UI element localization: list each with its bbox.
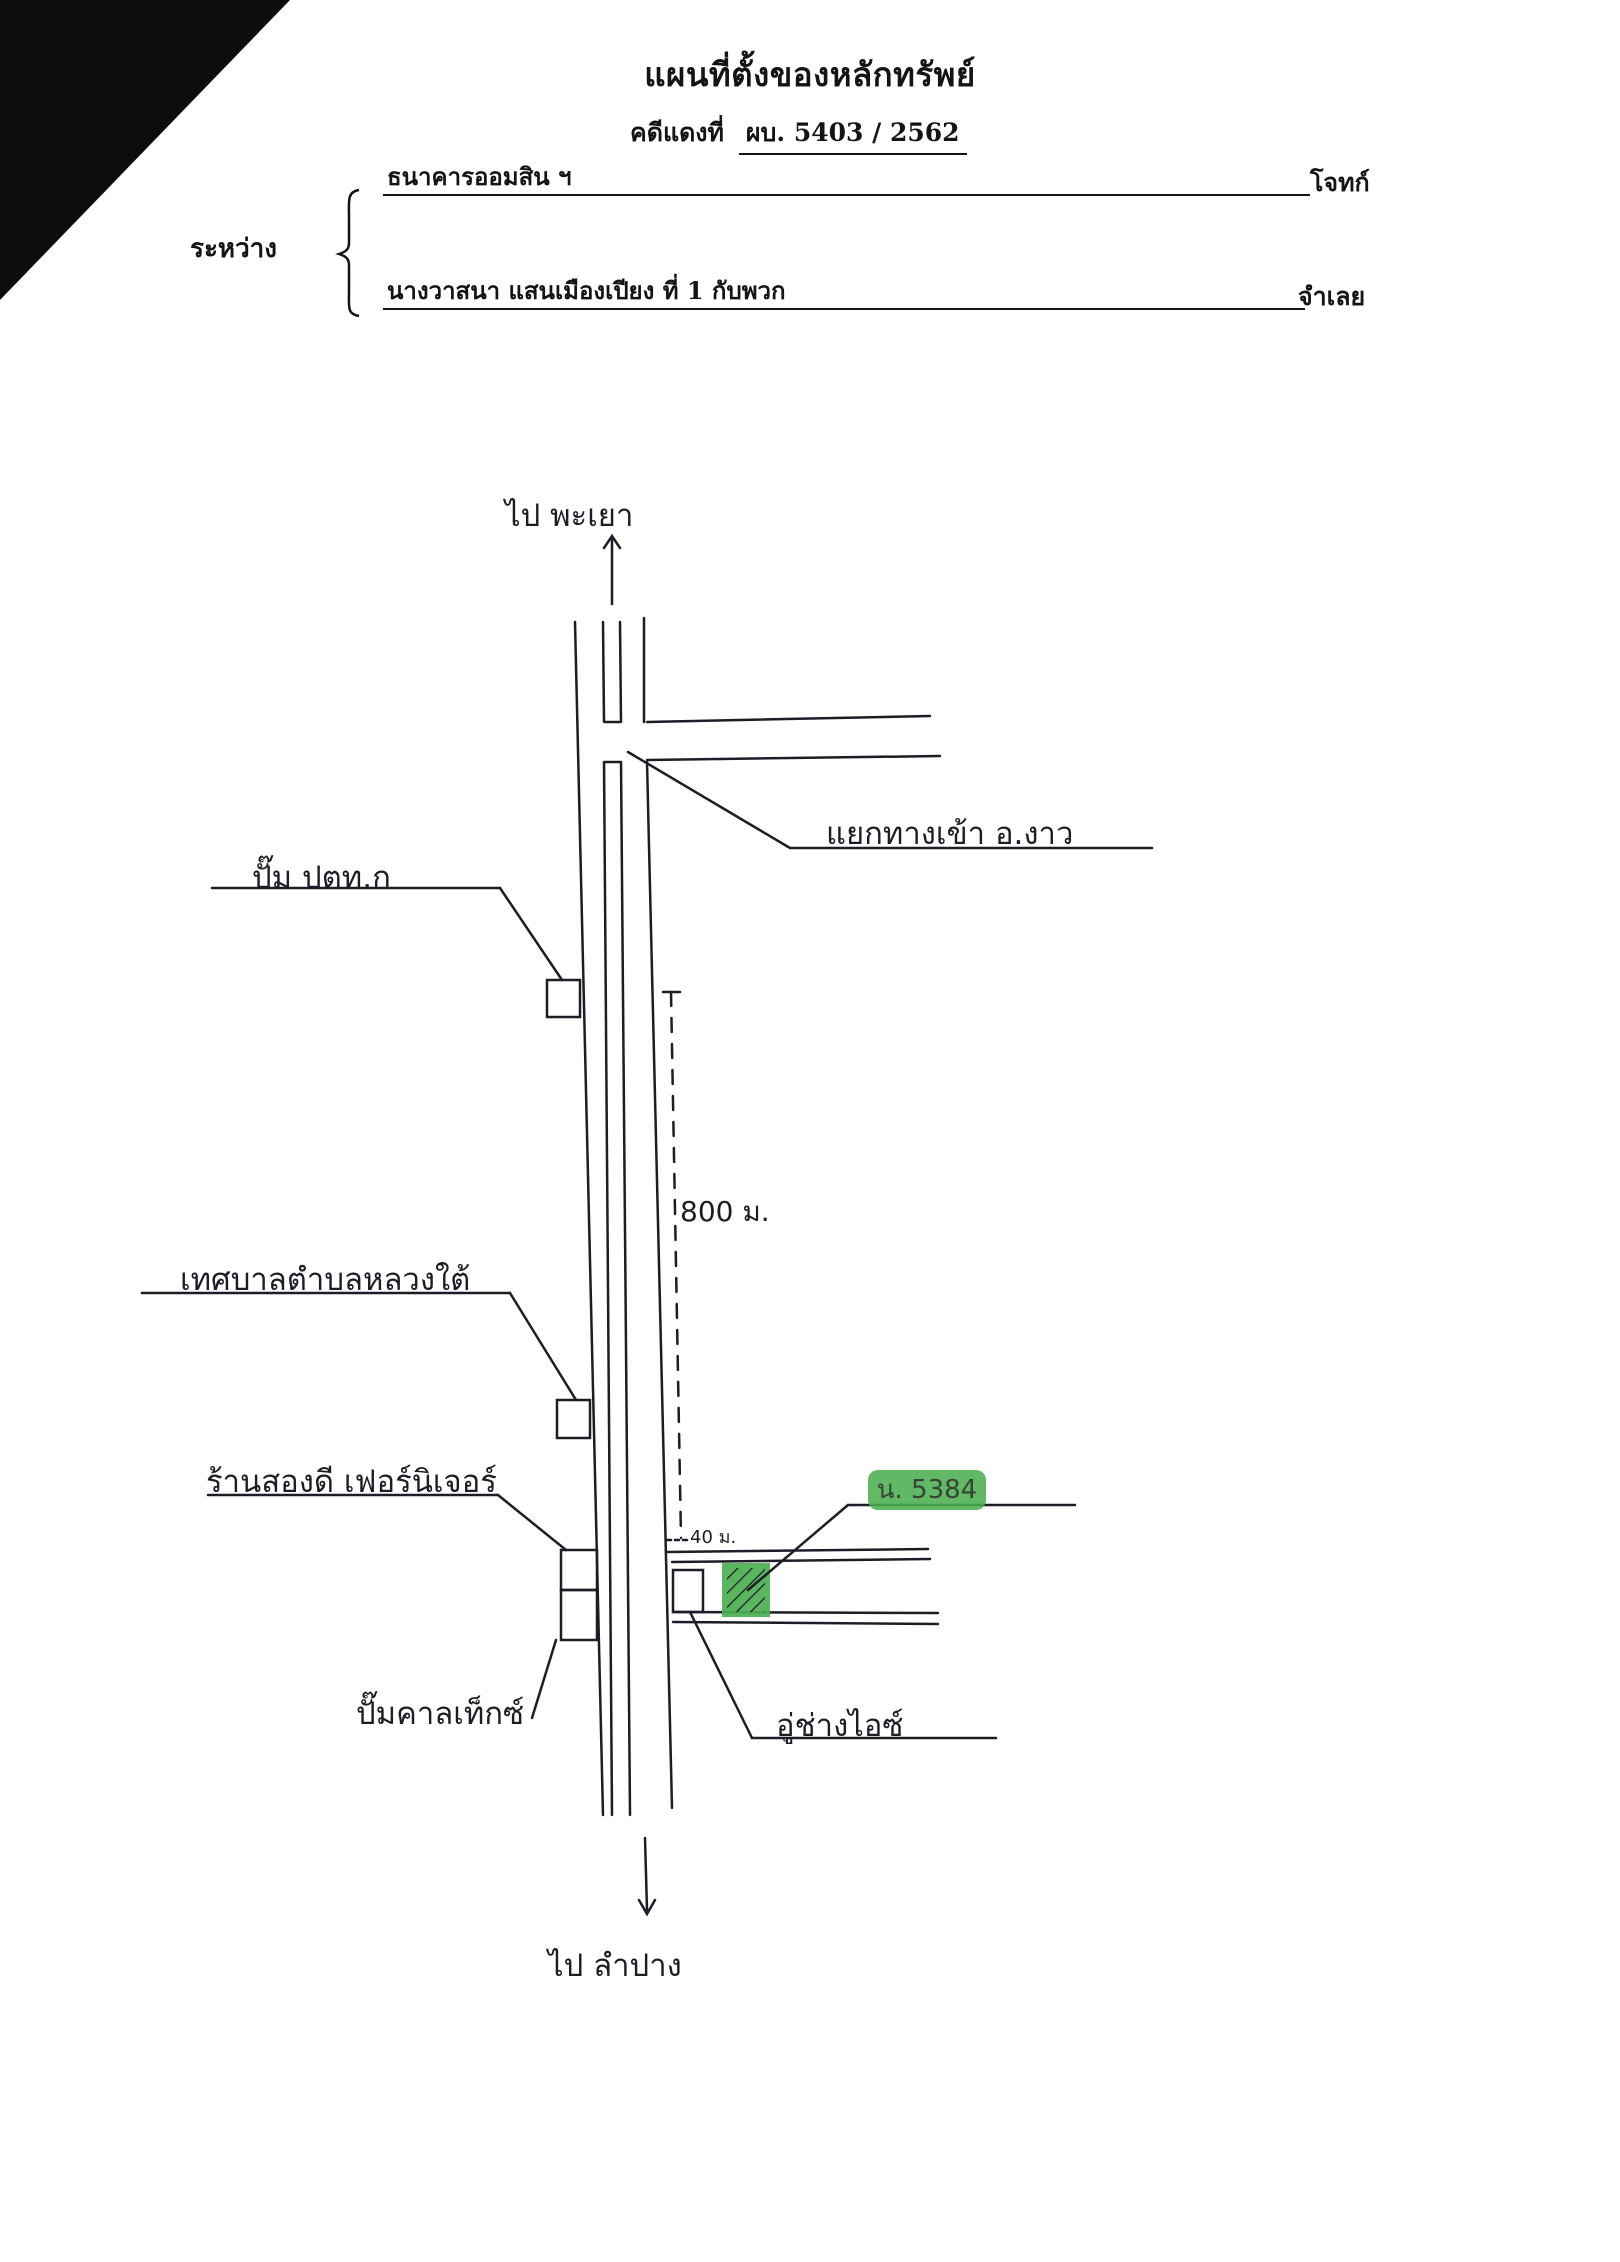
plot-number-tag: น. 5384 — [868, 1470, 986, 1510]
party-brace — [335, 188, 360, 318]
municipality-label: เทศบาลตำบลหลวงใต้ — [180, 1262, 471, 1298]
junction-side-road — [626, 714, 1154, 850]
case-label: คดีแดงที่ — [630, 118, 724, 147]
south-destination-label: ไป ลำปาง — [548, 1948, 682, 1984]
between-label: ระหว่าง — [190, 234, 277, 264]
north-arrow-icon — [602, 533, 622, 606]
gas-ptt-marker — [210, 886, 582, 1019]
main-road — [573, 616, 674, 1817]
south-arrow-icon — [637, 1836, 657, 1917]
gas-ptt-label: ปั๊ม ปตท.ก — [252, 860, 391, 896]
north-destination-label: ไป พะเยา — [505, 498, 634, 534]
furniture-shop-marker — [206, 1493, 599, 1592]
plaintiff-role: โจทก์ — [1310, 168, 1370, 197]
case-number: ผบ. 5403 / 2562 — [738, 113, 967, 155]
junction-label: แยกทางเข้า อ.งาว — [826, 816, 1074, 852]
defendant-role: จำเลย — [1298, 282, 1366, 311]
garage-marker — [671, 1568, 998, 1740]
furniture-shop-label: ร้านสองดี เฟอร์นิเจอร์ — [206, 1464, 497, 1500]
page-corner-fold — [0, 0, 290, 300]
case-number-line: คดีแดงที่ ผบ. 5403 / 2562 — [630, 113, 967, 155]
defendant-line: นางวาสนา แสนเมืองเปียง ที่ 1 กับพวก — [383, 274, 1305, 310]
defendant-name: นางวาสนา แสนเมืองเปียง ที่ 1 กับพวก — [387, 276, 786, 305]
distance-label: 800 ม. — [680, 1195, 770, 1228]
municipality-marker — [140, 1291, 592, 1440]
garage-label: อู่ช่างไอซ์ — [776, 1708, 904, 1744]
gas-caltex-marker — [530, 1588, 599, 1720]
distance-marker — [661, 990, 683, 1540]
plaintiff-name: ธนาคารออมสิน ฯ — [387, 162, 572, 191]
gas-caltex-label: ปั๊มคาลเท็กซ์ — [356, 1696, 525, 1732]
side-road-distance-label: 40 ม. — [690, 1527, 737, 1548]
property-side-road — [665, 1538, 940, 1626]
page-title: แผนที่ตั้งของหลักทรัพย์ — [644, 55, 976, 94]
plaintiff-line: ธนาคารออมสิน ฯ — [383, 160, 1310, 196]
